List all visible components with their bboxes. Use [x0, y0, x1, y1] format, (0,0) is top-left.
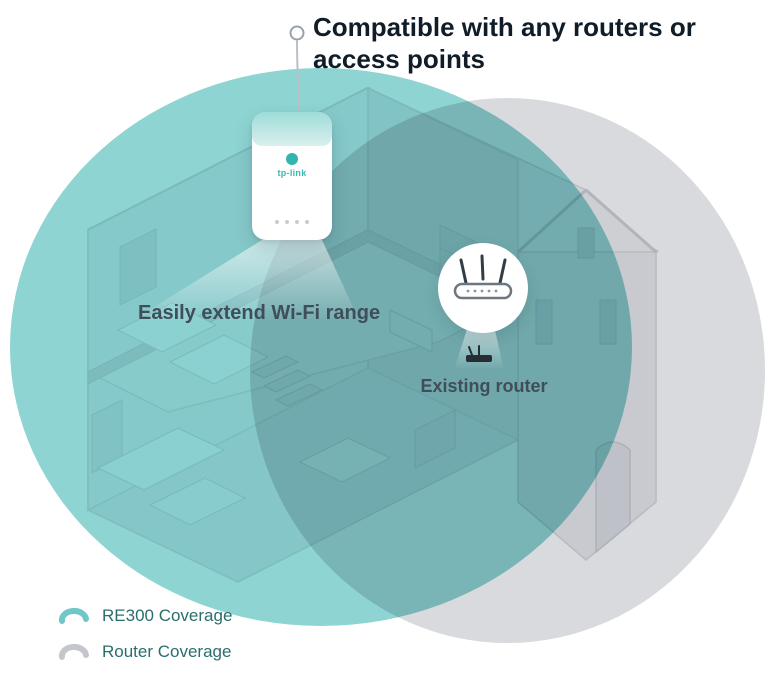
existing-router-label: Existing router	[420, 376, 548, 396]
router-coverage-circle	[250, 98, 765, 643]
connector-line	[289, 25, 305, 115]
re300-extender-device: tp-link	[252, 112, 332, 240]
led-dot	[295, 220, 299, 224]
router-icon	[453, 254, 513, 300]
connector-circle	[289, 25, 305, 41]
extend-range-label: Easily extend Wi-Fi range	[138, 302, 381, 324]
led-dot	[305, 220, 309, 224]
tp-link-logo-text: tp-link	[277, 168, 307, 178]
led-dot	[285, 220, 289, 224]
device-top-band	[252, 112, 332, 146]
re300-coverage-arc-icon	[58, 608, 89, 624]
page-title: Compatible with any routers or access po…	[313, 12, 696, 74]
router-bubble	[438, 243, 528, 333]
legend-label-re300: RE300 Coverage	[102, 606, 233, 625]
router-coverage-arc-icon	[58, 644, 89, 660]
floor-router-icon	[466, 345, 492, 362]
led-indicators	[252, 220, 332, 224]
legend-item-router: Router Coverage	[58, 642, 231, 662]
led-dot	[275, 220, 279, 224]
tp-link-logo-icon	[286, 153, 298, 165]
legend-label-router: Router Coverage	[102, 642, 232, 661]
legend-item-re300: RE300 Coverage	[58, 606, 232, 626]
